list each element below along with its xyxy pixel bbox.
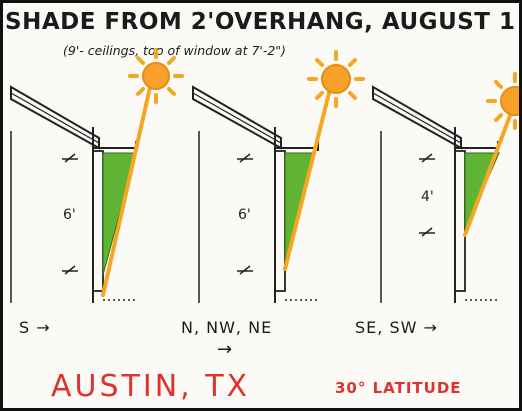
panel-south xyxy=(10,48,184,303)
panel-1-dimension-label: 6' xyxy=(63,207,76,223)
panel-1-orientation-label: S → xyxy=(19,318,51,337)
panel-2-dimension-label: 6' xyxy=(238,207,251,223)
diagram-drawing xyxy=(10,48,519,303)
panel-2-orientation-label: N, NW, NE xyxy=(181,318,273,337)
latitude-label: 30° LATITUDE xyxy=(335,379,462,397)
panel-north xyxy=(192,50,365,303)
sun-icon xyxy=(486,72,519,130)
sun-ray xyxy=(283,83,333,271)
panel-3-dimension-label: 4' xyxy=(421,189,434,205)
window-frame xyxy=(454,150,466,292)
panel-3-orientation-label: SE, SW → xyxy=(355,318,438,337)
sun-icon xyxy=(128,48,184,104)
sun-icon xyxy=(307,50,365,108)
panel-southeast xyxy=(372,72,519,303)
sun-ray xyxy=(463,111,513,237)
panel-2-arrow: → xyxy=(217,339,233,360)
window-frame xyxy=(92,150,104,292)
diagram-title: SHADE FROM 2'OVERHANG, AUGUST 1 xyxy=(5,9,516,35)
city-label: AUSTIN, TX xyxy=(51,369,251,404)
diagram-subtitle: (9'- ceilings, top of window at 7'-2") xyxy=(63,43,286,58)
sun-ray xyxy=(101,81,153,297)
